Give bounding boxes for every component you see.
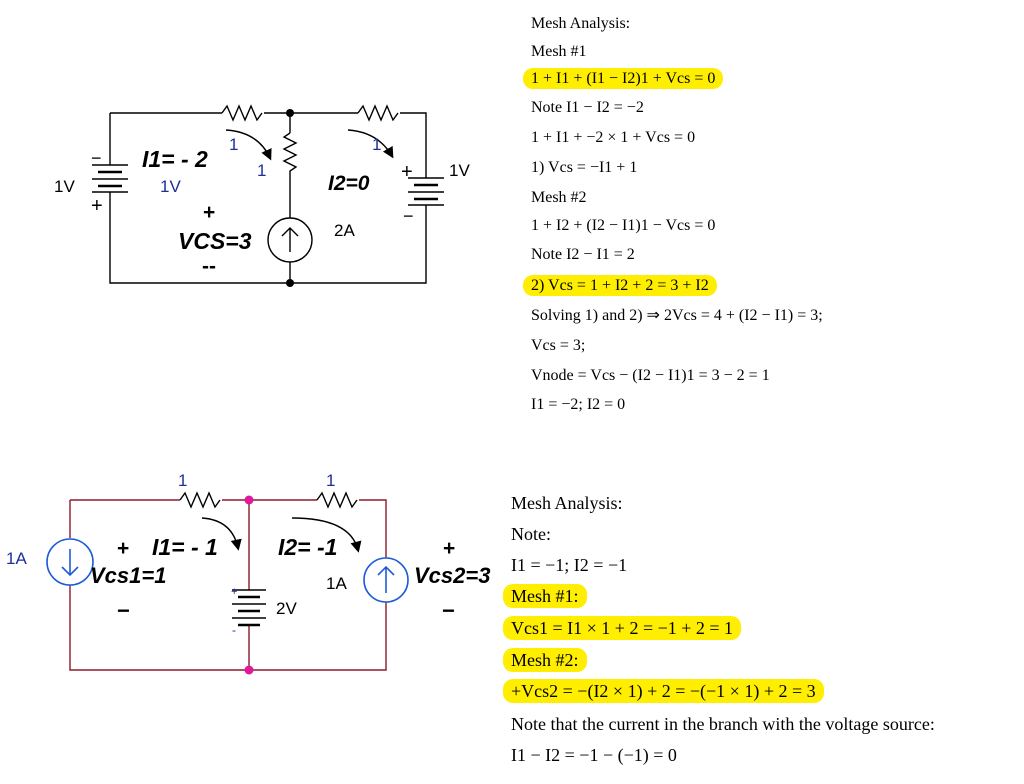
c2-i-left-label: 1A [6,549,27,568]
circuit-diagrams: 1 1 1 1V 1V 1V 2A − + + − I1= - 2 I2=0 +… [6,104,490,675]
circuit-1: 1 1 1 1V 1V 1V 2A − + + − I1= - 2 I2=0 +… [54,104,470,287]
analysis2-line-3: Mesh #1: [503,584,587,608]
c1-node-top [286,109,294,117]
c2-resistor-right [316,491,358,509]
c2-arrow-up-icon [377,565,395,593]
c1-current-source [267,217,313,263]
analysis1-line-7: 1 + I2 + (I2 − I1)1 − Vcs = 0 [531,217,716,234]
analysis2-line-1: Note: [511,524,551,544]
c1-minus-label: -- [202,255,216,278]
analysis1-line-10: Solving 1) and 2) ⇒ 2Vcs = 4 + (I2 − I1)… [531,307,823,324]
analysis-panel-1: Mesh Analysis: Mesh #1 1 + I1 + (I1 − I2… [523,0,1011,430]
c1-bat-left-top-sign: − [91,148,102,168]
c2-mesh2-arrow-icon [291,517,362,553]
c1-i-source-label: 2A [334,221,355,240]
c2-arrow-down-icon [61,549,79,577]
analysis2-line-6: +Vcs2 = −(I2 × 1) + 2 = −(−1 × 1) + 2 = … [503,679,824,703]
analysis1-line-2: 1 + I1 + (I1 − I2)1 + Vcs = 0 [523,68,724,89]
c1-wire-right-lower [109,192,427,284]
analysis2-line-7: Note that the current in the branch with… [511,714,935,734]
c2-plus2-label: + [443,537,455,560]
analysis1-line-8: Note I2 − I1 = 2 [531,246,635,263]
c2-battery [232,589,266,627]
analysis1-line-1: Mesh #1 [531,43,587,60]
c2-vcs2-label: Vcs2=3 [414,563,490,588]
c2-wire-top-right [69,499,387,671]
analysis2-line-2: I1 = −1; I2 = −1 [511,555,628,575]
c1-battery-right [408,177,444,206]
c1-resistor-top-left [221,104,263,122]
c2-i1-label: I1= - 1 [152,534,218,560]
c1-r-mid-label: 1 [257,161,266,180]
analysis1-line-9: 2) Vcs = 1 + I2 + 2 = 3 + I2 [523,275,717,296]
c1-v-left-blue-label: 1V [160,177,181,196]
analysis2-line-6-wrap: +Vcs2 = −(I2 × 1) + 2 = −(−1 × 1) + 2 = … [503,679,824,703]
analysis-panel-2: Mesh Analysis: Note: I1 = −1; I2 = −1 Me… [503,480,1016,780]
analysis1-line-9-wrap: 2) Vcs = 1 + I2 + 2 = 3 + I2 [523,275,717,296]
c1-v-right-label: 1V [449,161,470,180]
analysis1-line-6: Mesh #2 [531,189,587,206]
analysis2-line-3-wrap: Mesh #1: [503,584,587,608]
analysis1-line-12: Vnode = Vcs − (I2 − I1)1 = 3 − 2 = 1 [531,367,770,384]
c1-bat-right-bottom-sign: − [403,206,414,226]
c2-node-bottom [244,665,254,675]
analysis1-line-4: 1 + I1 + −2 × 1 + Vcs = 0 [531,129,696,146]
c1-current-source-arrow-up-icon [281,227,299,252]
c2-node-top [244,495,254,505]
c2-r-left-label: 1 [178,471,187,490]
c1-bat-left-bottom-sign: + [91,195,103,217]
c2-mesh1-arrow-icon [201,517,242,551]
c1-node-bottom [286,279,294,287]
circuit-2: 1 1 1A 1A 2V + - I1= - 1 I2= -1 + Vcs1=1… [6,471,490,675]
analysis2-line-0: Mesh Analysis: [511,493,623,513]
c2-v-src-label: 2V [276,599,297,618]
analysis2-line-5: Mesh #2: [503,648,587,672]
analysis2-line-5-wrap: Mesh #2: [503,648,587,672]
analysis1-line-0: Mesh Analysis: [531,15,631,32]
c1-bat-right-top-sign: + [401,161,413,183]
c2-minus1-label: − [117,598,130,623]
c1-v-left-label: 1V [54,177,75,196]
c2-bat-minus: - [232,623,236,637]
analysis2-line-8: I1 − I2 = −1 − (−1) = 0 [511,745,677,765]
c2-plus1-label: + [117,537,129,560]
c2-bat-plus: + [231,586,237,598]
analysis2-line-4: Vcs1 = I1 × 1 + 2 = −1 + 2 = 1 [503,616,742,640]
c1-plus-label: + [203,201,215,224]
c1-resistor-mid [282,132,298,183]
c1-resistor-top-right [357,104,399,122]
c2-vcs1-label: Vcs1=1 [90,563,166,588]
analysis1-line-13: I1 = −2; I2 = 0 [531,396,626,413]
c1-mesh2-arrow-icon [347,129,394,159]
c1-r-right-label: 1 [372,135,381,154]
c2-i-right-label: 1A [326,574,347,593]
c1-mesh1-arrow-icon [225,129,272,161]
c1-battery-left [92,164,128,193]
c1-vcs-label: VCS=3 [178,228,252,254]
c1-r-left-label: 1 [229,135,238,154]
c1-i2-label: I2=0 [328,172,370,195]
analysis1-line-3: Note I1 − I2 = −2 [531,99,644,116]
c2-i2-label: I2= -1 [278,534,337,560]
c1-i1-label: I1= - 2 [142,146,208,172]
c2-minus2-label: − [442,598,455,623]
analysis1-line-5: 1) Vcs = −I1 + 1 [531,159,638,176]
c2-resistor-left [179,491,221,509]
analysis1-line-2-wrap: 1 + I1 + (I1 − I2)1 + Vcs = 0 [523,68,724,89]
analysis1-line-11: Vcs = 3; [531,337,586,354]
c1-wire-top-right [400,112,427,178]
analysis2-line-4-wrap: Vcs1 = I1 × 1 + 2 = −1 + 2 = 1 [503,616,742,640]
c2-r-right-label: 1 [326,471,335,490]
